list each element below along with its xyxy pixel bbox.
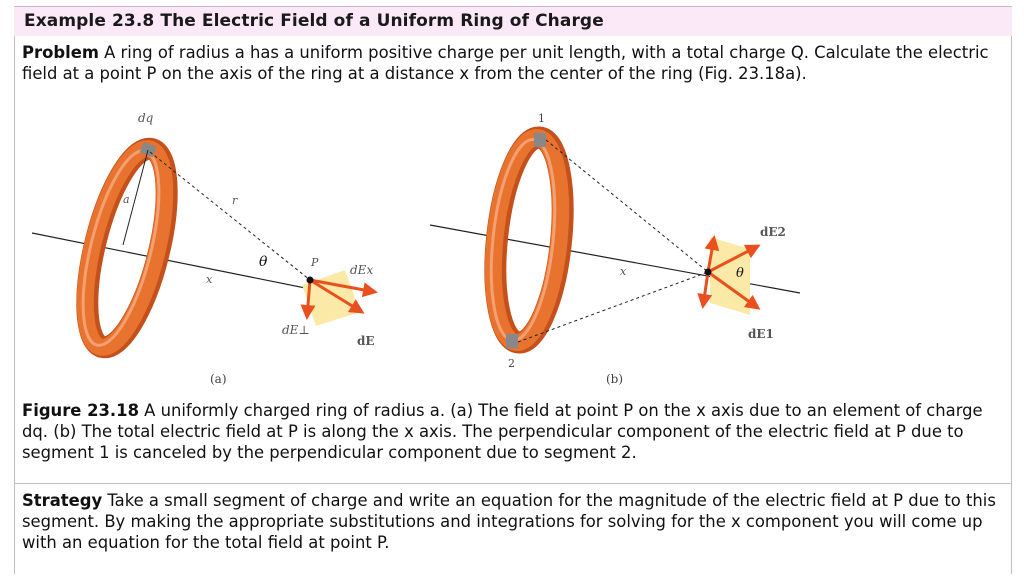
sublabel-a: (a) <box>210 372 227 386</box>
example-title: Example 23.8 The Electric Field of a Uni… <box>24 11 604 31</box>
label-dE1: dE1 <box>748 327 774 341</box>
label-P: P <box>310 256 319 269</box>
strategy-text: Take a small segment of charge and write… <box>22 491 996 552</box>
label-1: 1 <box>538 112 545 125</box>
label-dEx: dEx <box>350 263 373 277</box>
segment-1 <box>534 133 546 147</box>
label-x-b: x <box>620 265 627 278</box>
dE1-arrow <box>707 270 761 310</box>
label-dq: dq <box>138 111 154 125</box>
problem-label: Problem <box>22 43 99 62</box>
segment-2 <box>506 334 518 348</box>
strategy-paragraph: Strategy Take a small segment of charge … <box>22 490 1007 553</box>
caption-text: A uniformly charged ring of radius a. (a… <box>22 401 983 462</box>
sublabel-b: (b) <box>606 372 623 386</box>
r-line <box>149 151 311 281</box>
figure-23-18: dq a r θ P x dEx dE⊥ dE (a) 1 2 x θ dE2 … <box>31 111 801 386</box>
label-dE2: dE2 <box>760 225 786 239</box>
point-P-b <box>704 268 712 276</box>
dEx-arrow <box>309 278 378 298</box>
dashed-line-2 <box>517 271 709 343</box>
label-x-a: x <box>206 273 213 286</box>
perp-down-arrow <box>697 271 713 309</box>
point-P-a <box>306 276 314 284</box>
strategy-label: Strategy <box>22 491 103 510</box>
dE-arrow <box>309 278 365 314</box>
label-a: a <box>123 193 130 206</box>
example-header <box>14 6 1012 36</box>
label-theta-a: θ <box>259 254 268 270</box>
divider <box>14 483 1012 484</box>
dEperp-arrow <box>300 279 316 320</box>
problem-paragraph: Problem A ring of radius a has a uniform… <box>22 42 997 84</box>
radius-line <box>122 149 149 246</box>
label-r: r <box>232 194 238 207</box>
figure-a: dq a r θ P x dEx dE⊥ dE (a) <box>31 111 378 386</box>
figure-caption: Figure 23.18 A uniformly charged ring of… <box>22 400 1007 463</box>
ring-b <box>484 129 570 351</box>
label-dE: dE <box>357 334 375 348</box>
perp-up-arrow <box>704 235 720 273</box>
label-dEperp: dE⊥ <box>282 323 310 337</box>
caption-label: Figure 23.18 <box>22 401 139 420</box>
problem-text: A ring of radius a has a uniform positiv… <box>22 43 989 83</box>
dE2-arrow <box>707 244 761 274</box>
figure-b: 1 2 x θ dE2 dE1 (b) <box>429 112 801 386</box>
label-theta-b: θ <box>736 266 744 281</box>
label-2: 2 <box>508 357 515 370</box>
example-frame <box>14 6 1012 574</box>
dashed-line-1 <box>545 139 709 273</box>
